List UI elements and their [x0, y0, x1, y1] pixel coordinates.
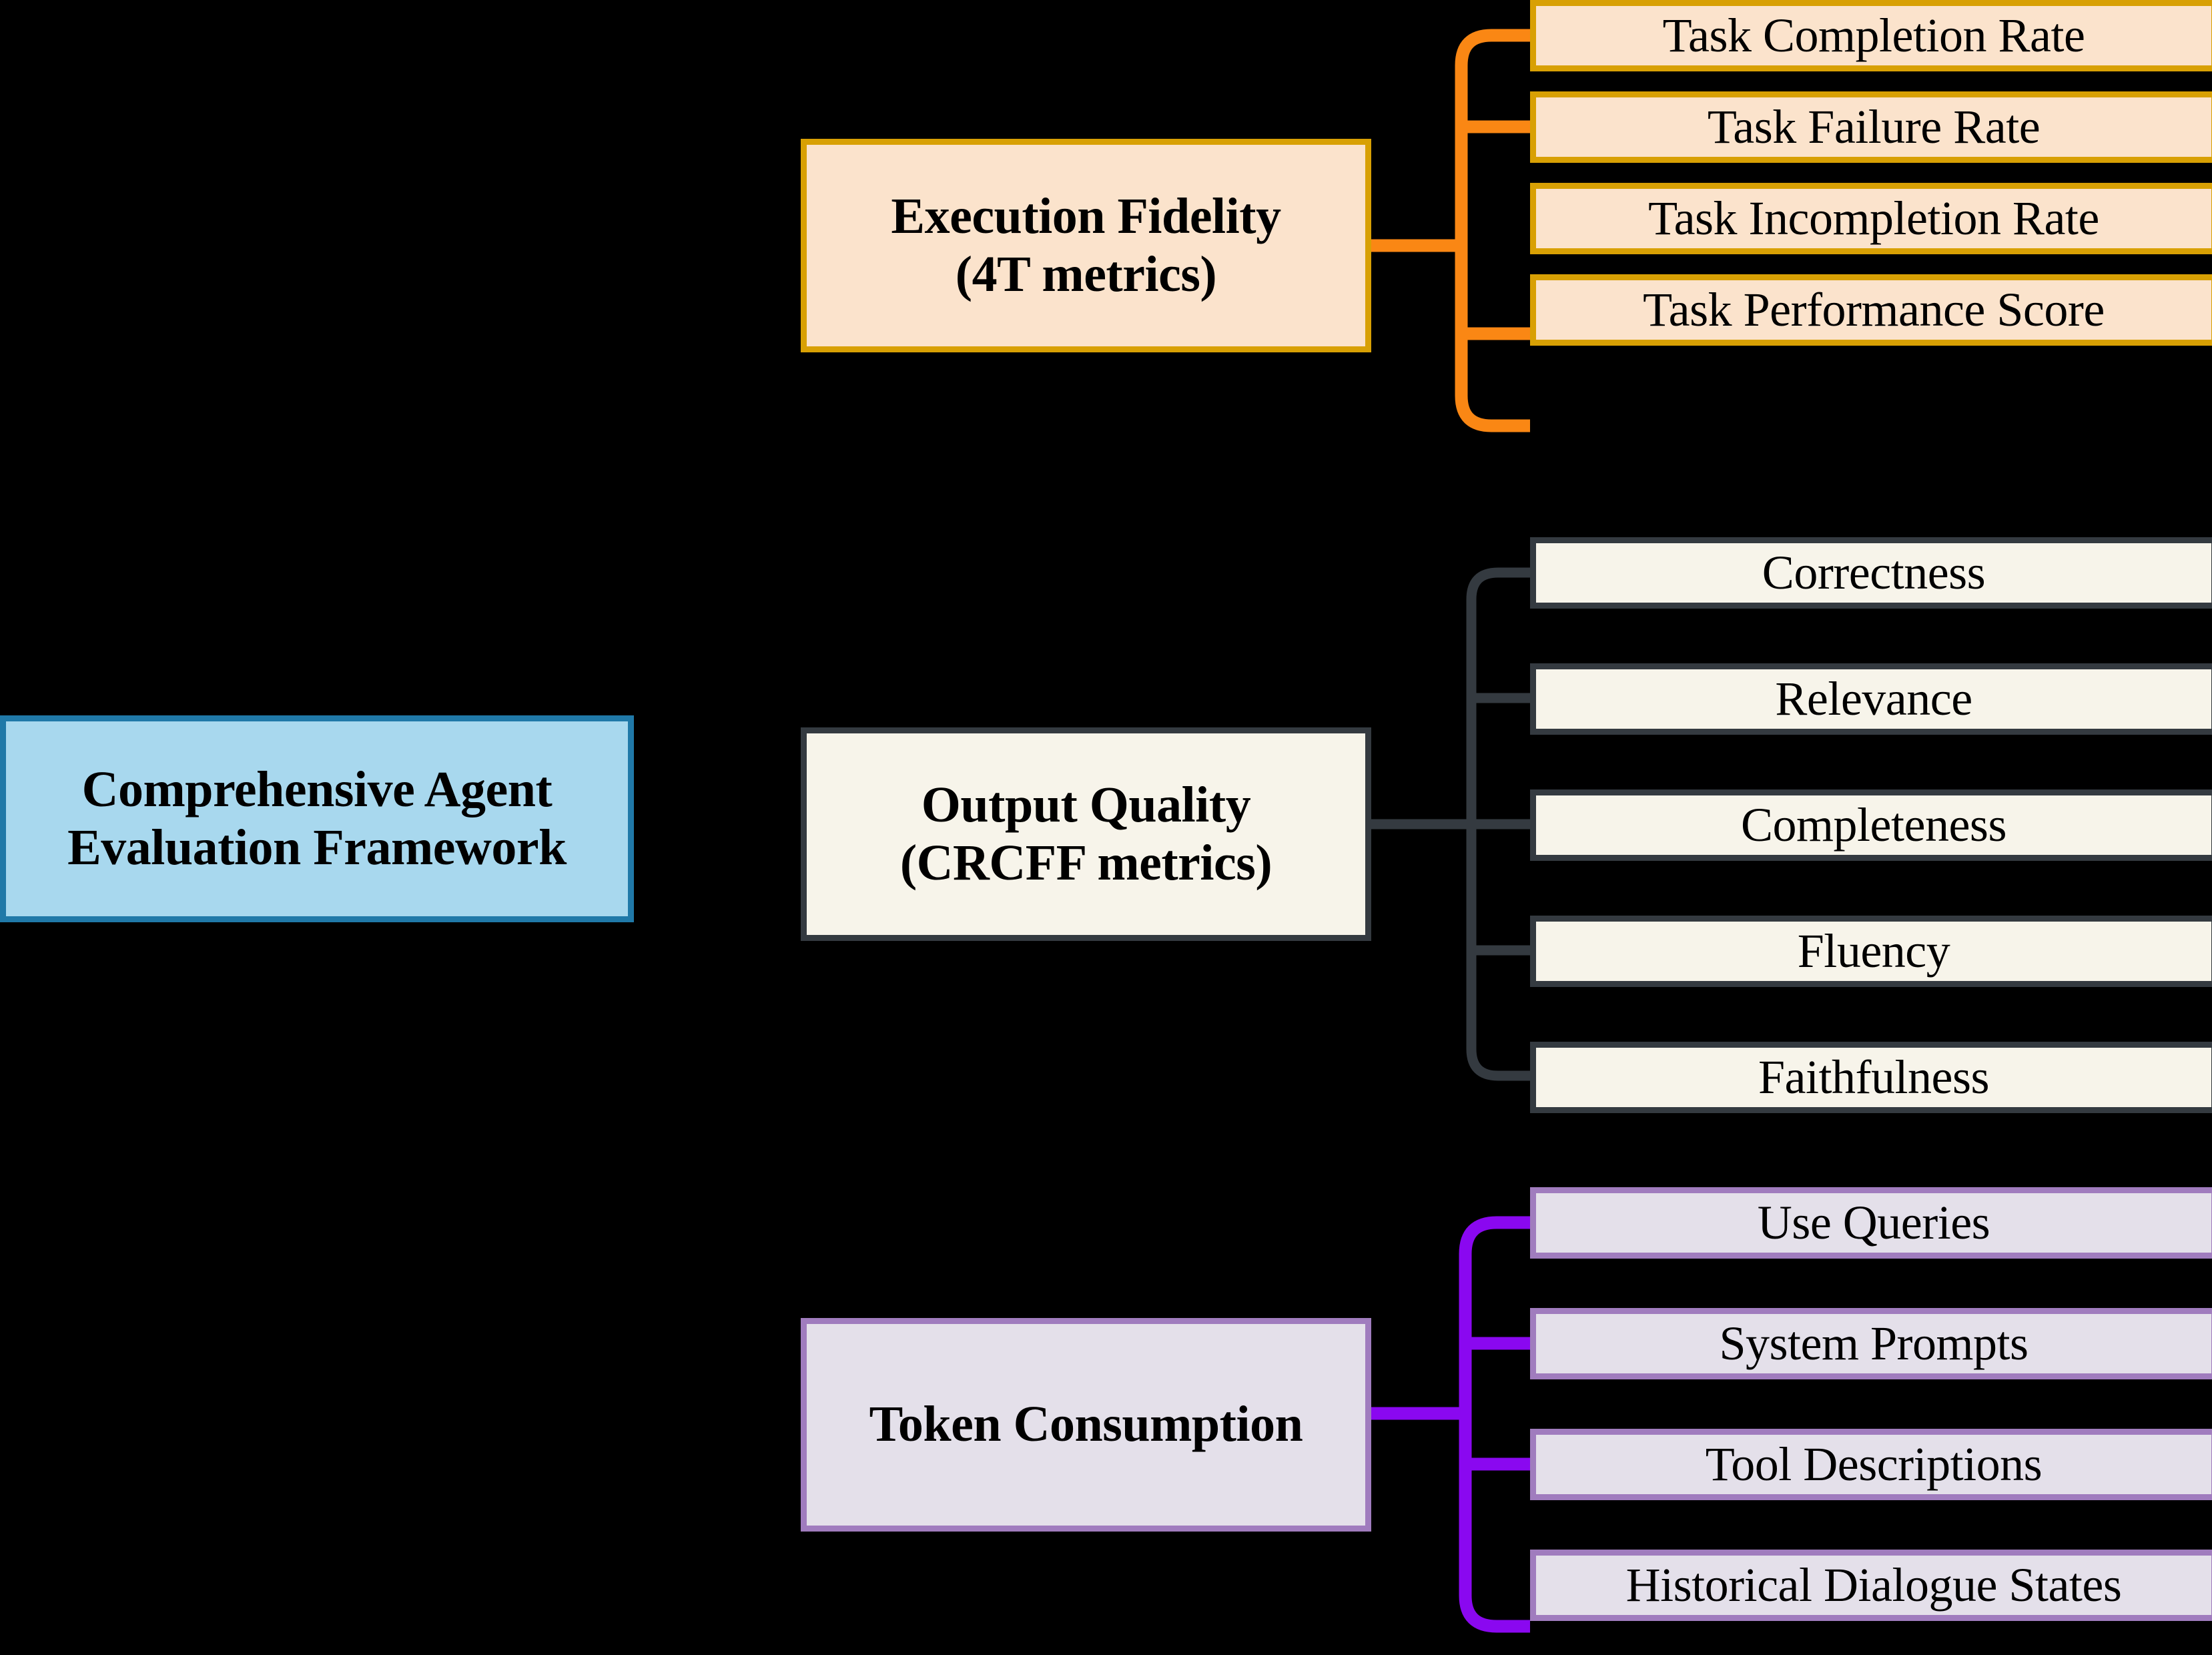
- category-node-execution-fidelity[interactable]: Execution Fidelity (4T metrics): [801, 139, 1371, 352]
- category-node-output-quality[interactable]: Output Quality (CRCFF metrics): [801, 727, 1371, 941]
- leaf-node-historical-dialogue-states[interactable]: Historical Dialogue States: [1530, 1550, 2212, 1621]
- connector-output-quality: [1371, 567, 1530, 1081]
- leaf-node-task-failure-rate[interactable]: Task Failure Rate: [1530, 91, 2212, 163]
- leaf-node-system-prompts[interactable]: System Prompts: [1530, 1308, 2212, 1379]
- leaf-node-task-completion-rate[interactable]: Task Completion Rate: [1530, 0, 2212, 71]
- category-node-token-consumption[interactable]: Token Consumption: [801, 1318, 1371, 1532]
- connector-execution-fidelity: [1361, 29, 1530, 432]
- leaf-node-use-queries[interactable]: Use Queries: [1530, 1187, 2212, 1259]
- leaf-node-faithfulness[interactable]: Faithfulness: [1530, 1042, 2212, 1113]
- leaf-node-completeness[interactable]: Completeness: [1530, 789, 2212, 861]
- leaf-node-task-performance-score[interactable]: Task Performance Score: [1530, 274, 2212, 346]
- root-node-comprehensive-agent-evaluation-framework[interactable]: Comprehensive Agent Evaluation Framework: [0, 715, 634, 922]
- leaf-node-fluency[interactable]: Fluency: [1530, 916, 2212, 987]
- leaf-node-tool-descriptions[interactable]: Tool Descriptions: [1530, 1429, 2212, 1500]
- connector-token-consumption: [1371, 1216, 1530, 1633]
- leaf-node-relevance[interactable]: Relevance: [1530, 663, 2212, 735]
- leaf-node-task-incompletion-rate[interactable]: Task Incompletion Rate: [1530, 183, 2212, 254]
- leaf-node-correctness[interactable]: Correctness: [1530, 537, 2212, 609]
